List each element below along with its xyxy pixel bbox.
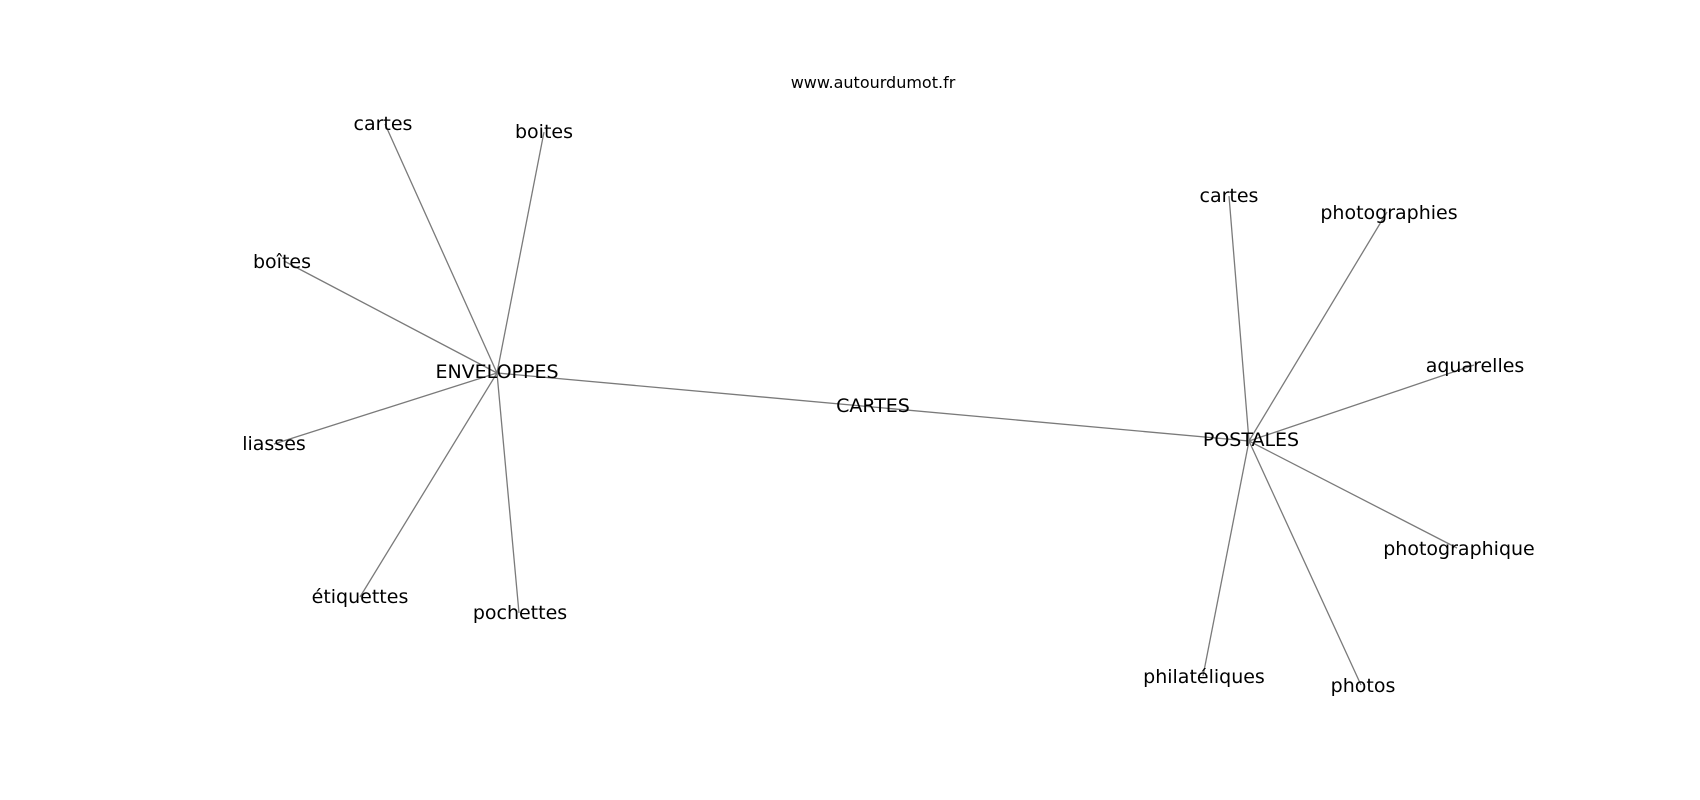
- node-leaf-photographique: photographique: [1383, 538, 1535, 560]
- edge-postales-philatéliques: [1202, 440, 1250, 677]
- node-leaf-aquarelles: aquarelles: [1426, 355, 1525, 377]
- node-leaf-boites: boites: [515, 121, 573, 143]
- node-leaf-liasses: liasses: [242, 433, 306, 455]
- edge-postales-cartes: [1228, 195, 1250, 442]
- edge-enveloppes-liasses: [273, 372, 498, 445]
- node-hub-postales: POSTALES: [1203, 429, 1299, 451]
- edge-enveloppes-boîtes: [283, 260, 498, 374]
- edge-postales-photos: [1248, 440, 1362, 686]
- edge-postales-photographique: [1248, 440, 1458, 549]
- node-leaf-pochettes: pochettes: [473, 602, 567, 624]
- site-watermark: www.autourdumot.fr: [791, 73, 956, 92]
- node-leaf-cartes-postales: cartes: [1200, 185, 1259, 207]
- node-leaf-étiquettes: étiquettes: [312, 586, 409, 608]
- edge-enveloppes-pochettes: [496, 372, 520, 614]
- node-leaf-philatéliques: philatéliques: [1143, 666, 1265, 688]
- node-labels: CARTES ENVELOPPES cartes boites boîtes l…: [242, 113, 1535, 697]
- edges: [273, 123, 1475, 686]
- node-leaf-cartes: cartes: [354, 113, 413, 135]
- edge-enveloppes-étiquettes: [359, 372, 498, 598]
- edge-center-postales: [872, 406, 1250, 442]
- node-leaf-boîtes: boîtes: [253, 251, 311, 273]
- edge-enveloppes-boites: [496, 131, 545, 374]
- node-hub-enveloppes: ENVELOPPES: [435, 361, 558, 383]
- edge-postales-photographies: [1248, 211, 1388, 442]
- node-leaf-photos: photos: [1331, 675, 1396, 697]
- node-center: CARTES: [836, 395, 910, 417]
- node-leaf-photographies: photographies: [1320, 202, 1457, 224]
- edge-postales-aquarelles: [1248, 364, 1475, 442]
- edge-center-enveloppes: [496, 372, 874, 408]
- edge-enveloppes-cartes: [384, 123, 498, 374]
